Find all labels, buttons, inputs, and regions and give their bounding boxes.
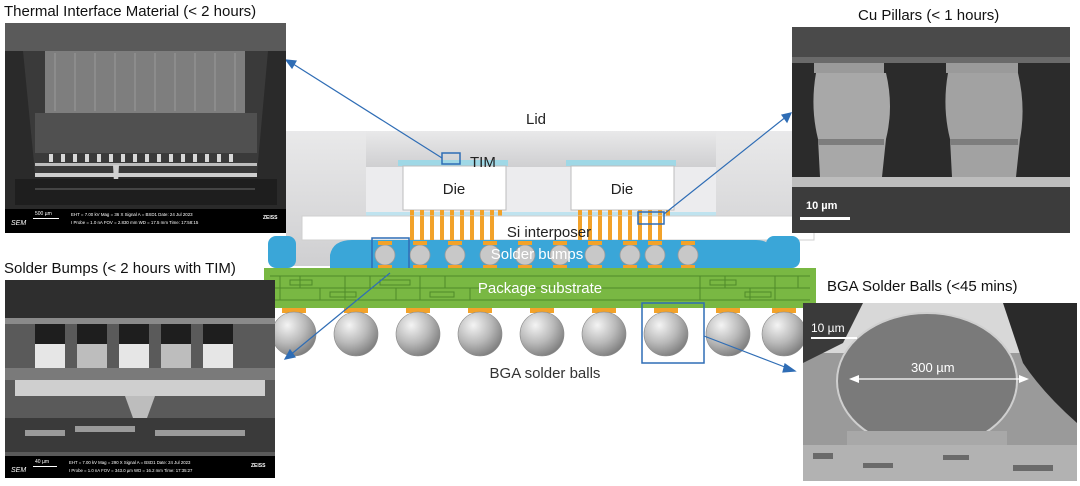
bump-sem-mode: SEM xyxy=(11,467,27,474)
tim-right xyxy=(566,160,676,166)
cu-pillars-sem-image: 10 µm xyxy=(792,27,1070,233)
bga-sem-scale: 10 µm xyxy=(811,321,845,335)
lid-label: Lid xyxy=(526,111,546,128)
tim-sem-scale: 500 µm xyxy=(35,211,52,217)
die-left-label: Die xyxy=(443,181,466,198)
die-left xyxy=(402,165,507,211)
tim-sem-brand: ZEISS xyxy=(263,215,278,221)
caption-cu-pillars: Cu Pillars (< 1 hours) xyxy=(858,7,1000,24)
solder-bumps-label: Solder bumps xyxy=(491,246,584,263)
caption-solder-bumps: Solder Bumps (< 2 hours with TIM) xyxy=(4,260,236,277)
bga-solder-balls xyxy=(271,311,807,357)
lid-top xyxy=(286,131,796,167)
tim-callout-box xyxy=(441,152,461,165)
bump-sem-scale: 40 µm xyxy=(35,459,49,465)
tim-sem-info-1: EHT = 7.00 kV Mag = 36 X Signal A = BSD1… xyxy=(71,212,193,217)
package-substrate-label: Package substrate xyxy=(478,280,602,297)
bga-sem-measure: 300 µm xyxy=(911,360,955,375)
die-right xyxy=(570,165,675,211)
caption-tim: Thermal Interface Material (< 2 hours) xyxy=(4,3,257,20)
si-interposer xyxy=(301,215,815,241)
bump-sem-info-2: I Probe = 1.0 nA FOV = 343.0 µm WD = 16.… xyxy=(69,468,193,473)
caption-bga-balls: BGA Solder Balls (<45 mins) xyxy=(827,278,1018,295)
bga-label: BGA solder balls xyxy=(490,365,601,382)
tim-sem-mode: SEM xyxy=(11,220,27,227)
tim-sem-image: 500 µm SEM EHT = 7.00 kV Mag = 36 X Sign… xyxy=(5,23,286,233)
bump-sem-brand: ZEISS xyxy=(251,463,266,469)
bga-ball-sem-image: 10 µm 300 µm xyxy=(803,303,1077,481)
bump-sem-info-1: EHT = 7.00 kV Mag = 290 X Signal A = BSD… xyxy=(69,460,191,465)
cu-pillar-callout-box xyxy=(637,211,665,225)
die-right-label: Die xyxy=(611,181,634,198)
callout-lines xyxy=(283,59,797,373)
tim-left xyxy=(398,160,508,166)
solder-bumps-sem-image: 40 µm SEM EHT = 7.00 kV Mag = 290 X Sign… xyxy=(5,280,275,478)
bga-callout-box xyxy=(641,302,705,364)
cu-sem-scale: 10 µm xyxy=(806,200,838,212)
solder-bumps xyxy=(374,241,699,269)
si-interposer-label: Si interposer xyxy=(507,224,591,241)
tim-label: TIM xyxy=(470,154,496,171)
bga-pads xyxy=(282,308,796,313)
tim-sem-info-2: I Probe = 1.0 nA FOV = 2.830 mm WD = 17.… xyxy=(71,220,199,225)
